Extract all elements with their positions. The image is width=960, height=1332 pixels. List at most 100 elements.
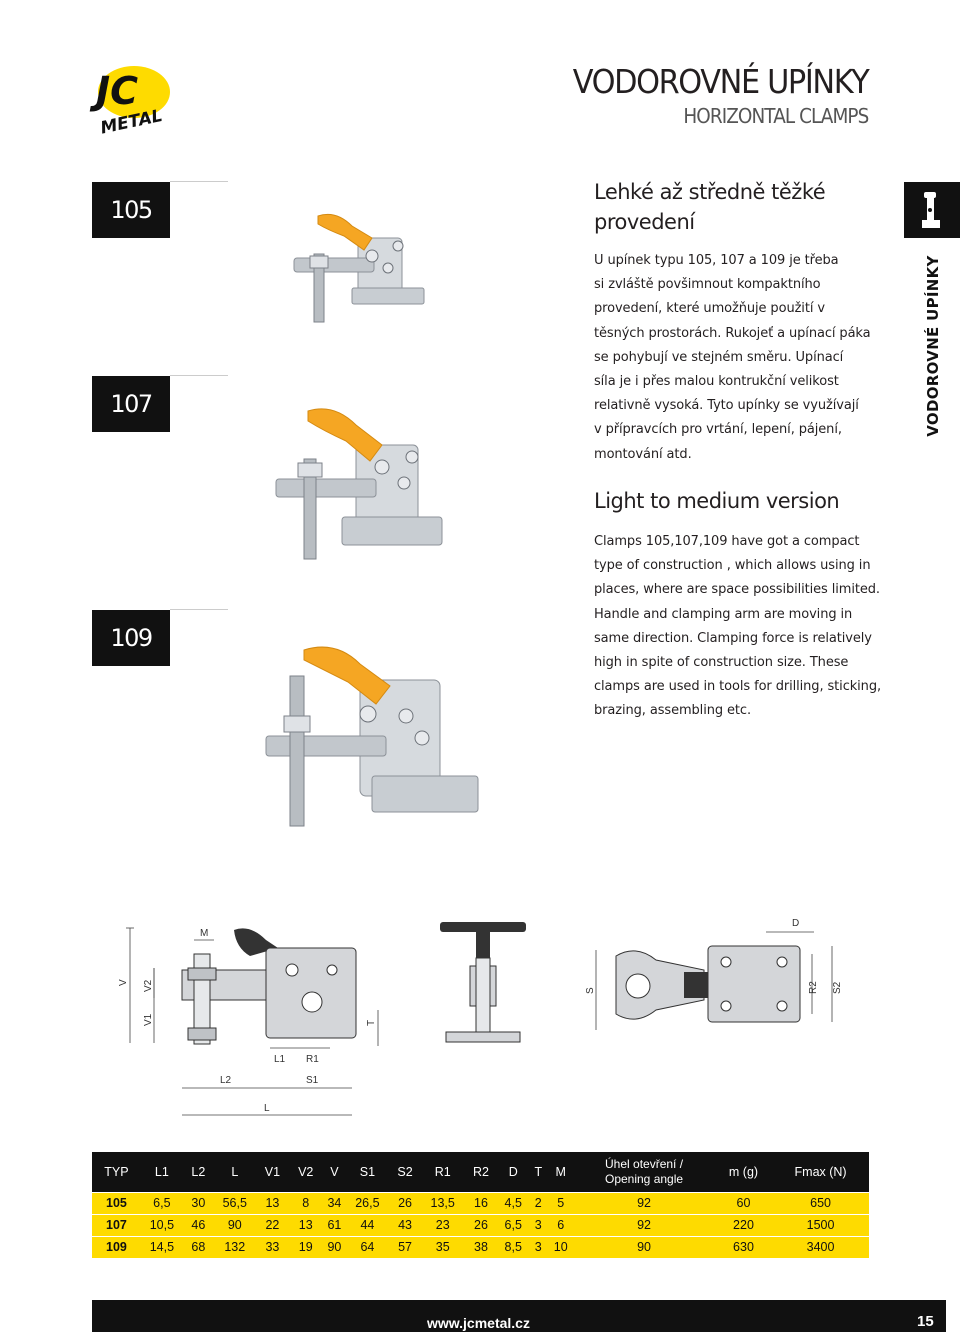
- table-cell: 6: [548, 1213, 574, 1236]
- description-cz: Lehké až středně těžké provedení U upíne…: [594, 177, 884, 467]
- side-label-text: VODOROVNÉ UPÍNKY: [924, 255, 942, 437]
- table-cell: 3: [528, 1213, 549, 1236]
- table-cell: 90: [322, 1235, 347, 1258]
- table-cell: 90: [573, 1235, 715, 1258]
- table-cell: 6,5: [498, 1213, 529, 1236]
- clamp-105-image: [293, 213, 425, 323]
- col-header: TYP: [92, 1152, 141, 1192]
- label-L2: L2: [220, 1075, 232, 1086]
- text-line: v přípravcích pro vrtání, lepení, pájení…: [594, 422, 842, 438]
- clamp-107-spindle: [303, 458, 317, 560]
- table-cell: 34: [322, 1191, 347, 1214]
- title-cz: VODOROVNÉ UPÍNKY: [572, 62, 869, 101]
- table-cell: 13,5: [421, 1191, 464, 1214]
- text-line: places, where are space possibilities li…: [594, 582, 880, 598]
- clamp-109-pivot: [398, 708, 414, 724]
- spec-table: TYP L1 L2 L V1 V2 V S1 S2 R1 R2 D T M Úh…: [92, 1152, 869, 1258]
- table-cell: 22: [255, 1213, 290, 1236]
- page-title: VODOROVNÉ UPÍNKY HORIZONTAL CLAMPS: [547, 62, 869, 130]
- table-cell: 33: [255, 1235, 290, 1258]
- label-S2: S2: [832, 981, 843, 994]
- table-cell: 8,5: [498, 1235, 529, 1258]
- table-row: 107 10,5 46 90 22 13 61 44 43 23 26 6,5 …: [92, 1213, 869, 1236]
- text-line: U upínek typu 105, 107 a 109 je třeba: [594, 253, 839, 268]
- table-cell: 109: [92, 1235, 141, 1258]
- table-cell: 2: [528, 1191, 549, 1214]
- side-view-drawing: V V1 V2 M T L1 R1 L2 S1 L: [118, 927, 379, 1116]
- clamp-107-pivot: [405, 450, 419, 464]
- clamp-109-nut: [283, 715, 311, 733]
- description-cz-heading: Lehké až středně těžké provedení: [594, 180, 826, 234]
- text-line: si zvláště povšimnout kompaktního: [594, 277, 821, 293]
- label-R2: R2: [808, 981, 819, 994]
- text-line: Clamps 105,107,109 have got a compact: [594, 534, 860, 549]
- table-cell: 10: [548, 1235, 574, 1258]
- divider: [170, 181, 228, 182]
- clamp-icon: [922, 192, 940, 228]
- table-header-row: TYP L1 L2 L V1 V2 V S1 S2 R1 R2 D T M Úh…: [92, 1152, 869, 1192]
- type-box-109: 109: [92, 610, 170, 666]
- clamp-109-pivot: [414, 730, 430, 746]
- footer-bar: [92, 1300, 946, 1332]
- table-cell: 26,5: [346, 1191, 389, 1214]
- table-cell: 57: [388, 1235, 422, 1258]
- clamp-109-spindle: [289, 675, 305, 827]
- side-tab: [904, 182, 960, 238]
- table-cell: 26: [388, 1191, 422, 1214]
- table-row: 105 6,5 30 56,5 13 8 34 26,5 26 13,5 16 …: [92, 1191, 869, 1214]
- table-cell: 46: [182, 1213, 214, 1236]
- table-cell: 61: [322, 1213, 347, 1236]
- col-header: D: [498, 1152, 529, 1192]
- col-header: V1: [255, 1152, 290, 1192]
- type-box-105: 105: [92, 182, 170, 238]
- text-line: Handle and clamping arm are moving in: [594, 606, 853, 622]
- text-line: same direction. Clamping force is relati…: [594, 630, 872, 646]
- label-D: D: [792, 918, 799, 929]
- clamp-107-handle: [307, 408, 383, 462]
- table-cell: 13: [255, 1191, 290, 1214]
- side-label: VODOROVNÉ UPÍNKY: [920, 255, 946, 436]
- clamp-107-nut: [297, 462, 323, 478]
- table-cell: 6,5: [140, 1191, 183, 1214]
- table-cell: 56,5: [213, 1191, 256, 1214]
- label-S: S: [585, 987, 596, 994]
- table-cell: 44: [346, 1213, 389, 1236]
- label-R1: R1: [306, 1054, 319, 1065]
- clamp-107-pivot: [374, 459, 390, 475]
- table-cell: 650: [772, 1191, 869, 1214]
- table-cell: 14,5: [140, 1235, 183, 1258]
- col-header: L1: [140, 1152, 183, 1192]
- description-en: Light to medium version Clamps 105,107,1…: [594, 486, 884, 724]
- clamp-107-arm: [275, 478, 377, 498]
- table-cell: 8: [289, 1191, 323, 1214]
- table-cell: 220: [714, 1213, 773, 1236]
- label-L: L: [264, 1103, 270, 1114]
- clamp-107-base: [341, 516, 443, 546]
- table-cell: 26: [463, 1213, 499, 1236]
- table-cell: 38: [463, 1235, 499, 1258]
- table-cell: 630: [714, 1235, 773, 1258]
- col-header: M: [548, 1152, 574, 1192]
- divider: [170, 609, 228, 610]
- clamp-107-pivot: [397, 476, 411, 490]
- table-cell: 5: [548, 1191, 574, 1214]
- description-en-body: Clamps 105,107,109 have got a compact ty…: [594, 530, 884, 724]
- angle-header-cz: Úhel otevření /: [605, 1156, 684, 1171]
- table-cell: 13: [289, 1213, 323, 1236]
- table-cell: 92: [573, 1191, 715, 1214]
- col-header: T: [528, 1152, 549, 1192]
- col-header: R1: [421, 1152, 464, 1192]
- title-en: HORIZONTAL CLAMPS: [682, 104, 869, 128]
- col-header: m (g): [714, 1152, 773, 1192]
- table-cell: 105: [92, 1191, 141, 1214]
- label-T: T: [366, 1020, 377, 1026]
- table-cell: 10,5: [140, 1213, 183, 1236]
- table-cell: 43: [388, 1213, 422, 1236]
- table-cell: 107: [92, 1213, 141, 1236]
- text-line: síla je i přes malou kontrukční velikost: [594, 374, 839, 390]
- text-line: high in spite of construction size. Thes…: [594, 655, 849, 671]
- clamp-109-pivot: [359, 705, 377, 723]
- footer-url-link[interactable]: www.jcmetal.cz: [427, 1315, 530, 1331]
- label-V1: V1: [143, 1013, 154, 1026]
- table-cell: 60: [714, 1191, 773, 1214]
